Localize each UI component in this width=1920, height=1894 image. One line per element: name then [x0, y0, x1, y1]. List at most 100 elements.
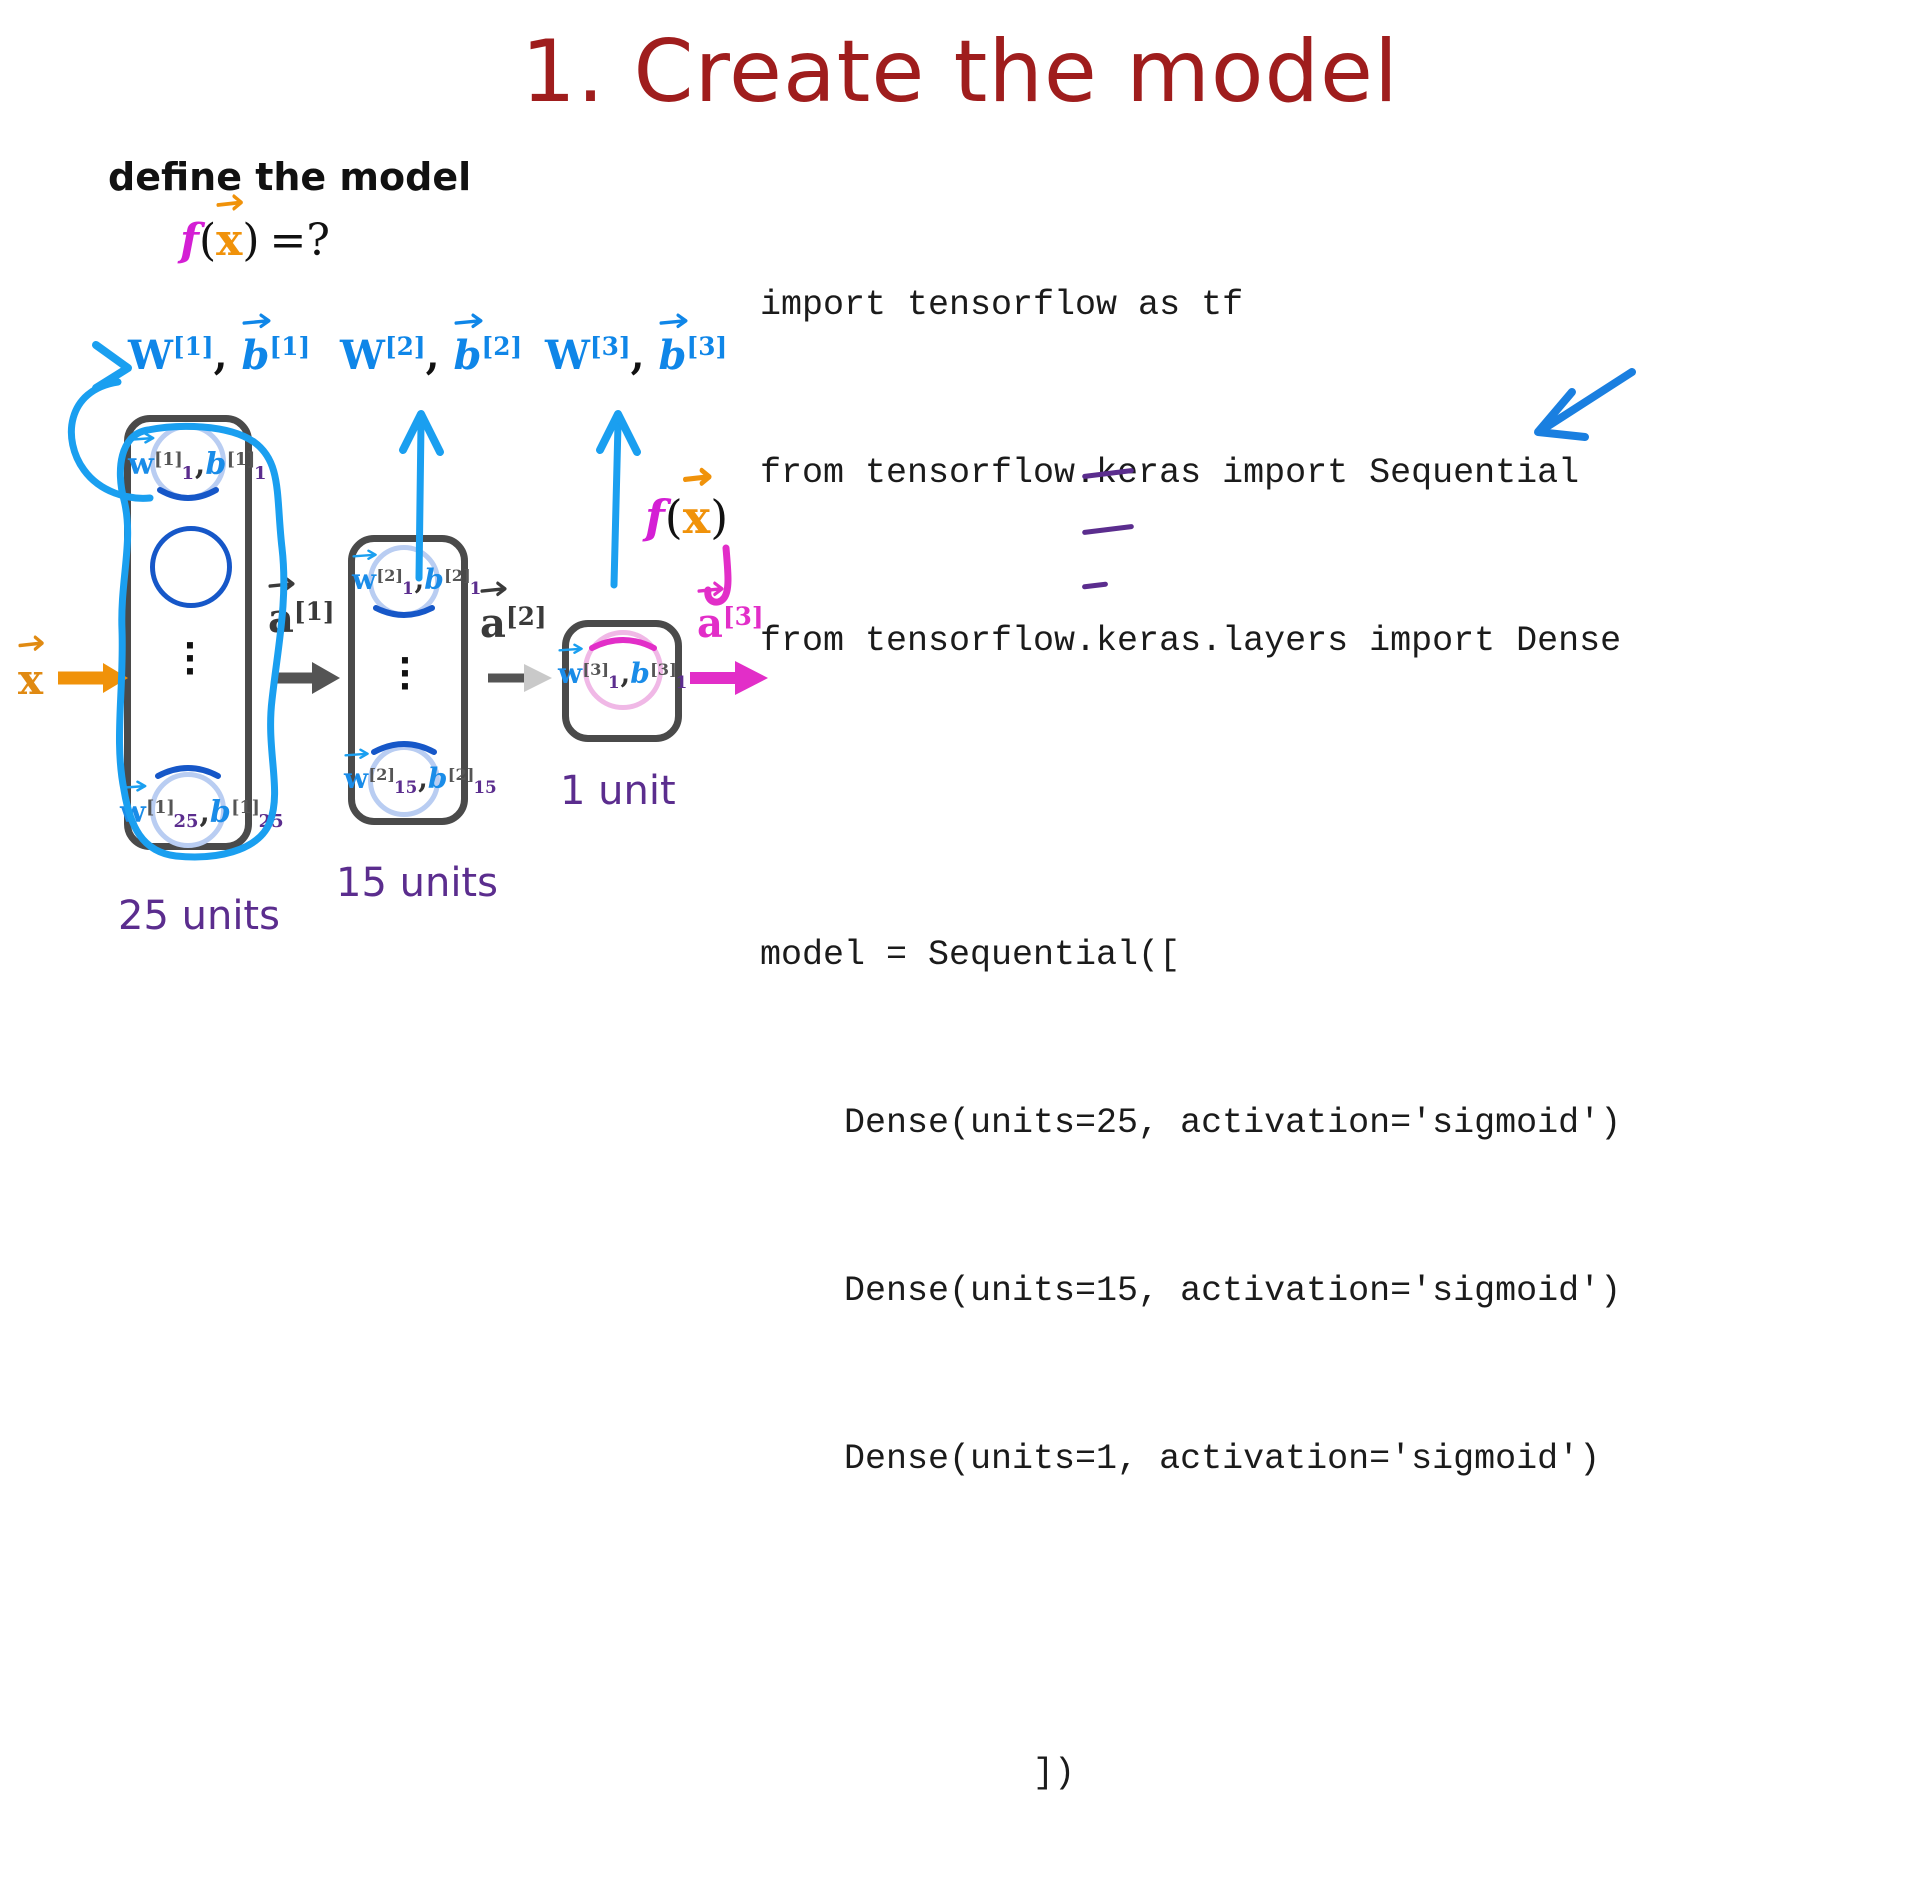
a-symbol: a	[480, 600, 506, 647]
W-symbol: W	[128, 332, 173, 379]
label-comma: ,	[414, 563, 425, 596]
code-line-import-tf: import tensorflow as tf	[760, 285, 1244, 325]
b-symbol: b	[453, 332, 482, 379]
vector-arrow-icon	[454, 313, 484, 328]
layer-1-ellipsis: ···	[183, 626, 197, 692]
w-symbol: w	[558, 657, 583, 690]
b-subscript: 1	[254, 463, 267, 485]
layer-3-first-unit-label: w[3]1,b[3]1	[558, 643, 688, 692]
b-superscript: [2]	[481, 332, 523, 362]
vector-arrow-icon	[344, 748, 370, 760]
b-superscript: [2]	[447, 764, 475, 784]
code-blank-line-2	[760, 1599, 1621, 1633]
fx-output-annotation: f(x)	[645, 467, 729, 544]
vector-arrow-icon	[558, 643, 584, 655]
layer-2-units-caption: 15 units	[336, 860, 498, 906]
code-blank-line	[760, 781, 1621, 815]
layer-2-ellipsis: ···	[398, 641, 412, 707]
underline-15-annotation	[1081, 523, 1135, 536]
define-the-model-heading: define the model	[108, 155, 472, 199]
layer-2-weight-label: W[2], b[2]	[340, 313, 523, 379]
label-comma: ,	[418, 762, 428, 795]
w-symbol: w	[120, 795, 146, 830]
w-symbol: w	[344, 762, 369, 795]
b-symbol: b	[205, 447, 227, 482]
label-comma: ,	[213, 332, 228, 379]
b-subscript: 25	[258, 811, 284, 833]
b-symbol: b	[424, 563, 444, 596]
b-superscript: [3]	[650, 659, 677, 679]
layer3-weight-pointer-arrow-icon	[596, 410, 641, 589]
vector-arrow-icon	[352, 549, 378, 561]
a-superscript: [1]	[293, 596, 335, 626]
w-subscript: 1	[607, 671, 620, 692]
layer-1-last-unit-label: w[1]25,b[1]25	[120, 780, 285, 833]
w-superscript: [3]	[582, 659, 610, 679]
code-line-close-bracket: ])	[760, 1753, 1076, 1793]
a-symbol: a	[268, 595, 294, 642]
w-superscript: [2]	[376, 565, 404, 585]
code-line-dense-1: Dense(units=1, activation='sigmoid')	[760, 1439, 1601, 1479]
w-superscript: [1]	[154, 449, 183, 470]
code-line-import-sequential: from tensorflow.keras import Sequential	[760, 453, 1580, 493]
vector-arrow-icon	[216, 194, 244, 211]
label-comma: ,	[194, 447, 206, 482]
layer-1-neuron-2	[150, 526, 232, 608]
label-comma: ,	[630, 332, 645, 379]
x-symbol: x	[18, 655, 44, 704]
layer-2-box	[348, 535, 468, 825]
b-symbol: b	[209, 795, 231, 830]
vector-arrow-icon	[659, 313, 689, 328]
fx-x-symbol: x	[682, 490, 711, 544]
fx-close-paren: )	[710, 490, 729, 544]
fx-open-paren: (	[664, 490, 683, 544]
w-symbol: w	[352, 563, 377, 596]
fx-f-symbol: f	[645, 490, 665, 544]
label-comma: ,	[199, 795, 210, 830]
layer-2-first-unit-label: w[2]1,b[2]1	[352, 549, 482, 598]
layer-3-neuron-1	[583, 630, 663, 710]
label-comma: ,	[620, 657, 631, 690]
b-symbol: b	[630, 657, 650, 690]
b-symbol: b	[427, 762, 448, 795]
W-symbol: W	[545, 332, 590, 379]
label-comma: ,	[425, 332, 440, 379]
W-symbol: W	[340, 332, 385, 379]
output-arrow-icon	[690, 661, 768, 695]
layer-1-units-caption: 25 units	[118, 893, 280, 939]
a-superscript: [3]	[722, 601, 764, 631]
b-superscript: [1]	[231, 797, 260, 818]
underline-1-annotation	[1081, 581, 1109, 590]
W-superscript: [1]	[172, 332, 214, 362]
fx-equation: f(x)=?	[180, 194, 330, 266]
vector-arrow-icon	[18, 635, 45, 651]
w-subscript: 1	[401, 577, 414, 598]
code-line-dense-25: Dense(units=25, activation='sigmoid')	[760, 1103, 1622, 1143]
b-superscript: [1]	[226, 449, 256, 470]
vector-arrow-icon	[268, 576, 296, 591]
layer-3-weight-label: W[3], b[3]	[545, 313, 728, 379]
fx-close-paren: )	[242, 215, 260, 266]
b-superscript: [3]	[686, 332, 728, 362]
vector-arrow-icon	[480, 581, 508, 596]
vector-arrow-icon	[120, 780, 148, 792]
W-superscript: [2]	[384, 332, 426, 362]
fx-equals: =?	[269, 215, 330, 266]
layer2-to-layer3-arrow-icon	[488, 664, 552, 692]
w-subscript: 15	[393, 776, 418, 797]
page-title: 1. Create the model	[521, 22, 1399, 122]
layer-3-activation-output-label: a[3]	[697, 581, 764, 647]
layer-1-first-unit-label: w[1]1,b[1]1	[128, 432, 267, 485]
w-subscript: 25	[173, 811, 199, 833]
fx-open-paren: (	[198, 215, 217, 266]
b-subscript: 15	[473, 776, 497, 797]
input-vector-label: x	[18, 635, 44, 704]
fx-f-symbol: f	[180, 215, 199, 266]
b-symbol: b	[658, 332, 687, 379]
a-symbol: a	[697, 600, 723, 647]
input-arrow-icon	[58, 663, 128, 693]
b-superscript: [1]	[269, 332, 311, 362]
vector-arrow-icon	[697, 581, 725, 596]
vector-arrow-icon	[242, 313, 272, 328]
code-line-import-dense: from tensorflow.keras.layers import Dens…	[760, 621, 1622, 661]
